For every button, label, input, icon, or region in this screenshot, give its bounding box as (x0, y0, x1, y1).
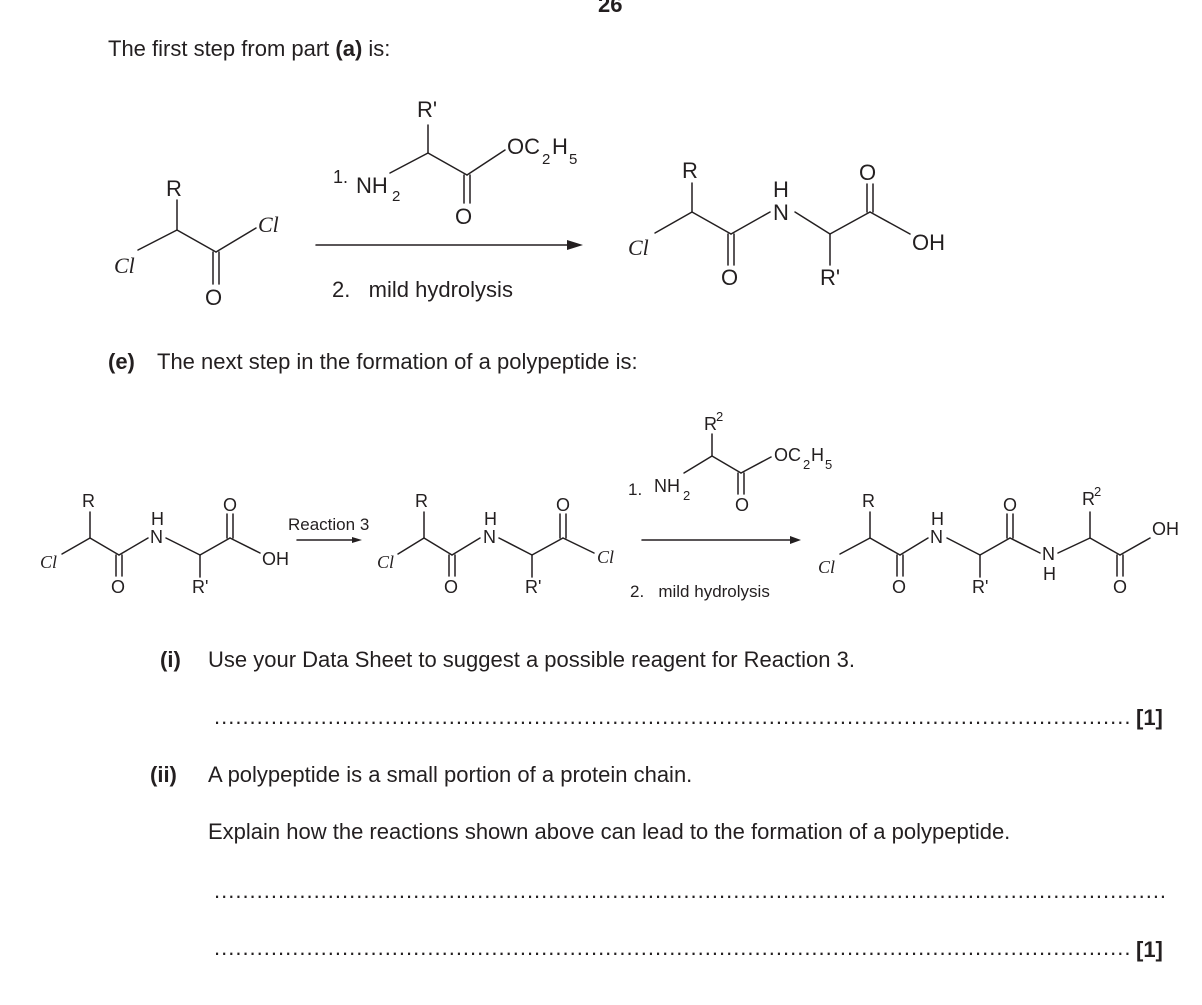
scheme1-step2-label: 2. mild hydrolysis (332, 277, 513, 302)
scheme2-r2-superscript: 2 (716, 409, 723, 424)
scheme2-dipeptide-chloride-structure (397, 511, 595, 578)
s2-acid-o: O (223, 495, 237, 515)
reaction3-label: Reaction 3 (288, 515, 369, 534)
s2-acid-cl-label: Cl (40, 552, 57, 572)
product1-acid-o: O (859, 160, 876, 185)
question-i-label: (i) (160, 647, 181, 672)
reaction3-arrow-head (352, 537, 362, 543)
product1-rprime-label: R' (820, 265, 840, 290)
s2-tri-acid-o: O (1113, 577, 1127, 597)
scheme2-h-label: H (811, 445, 824, 465)
scheme1-h-label: H (552, 134, 568, 159)
intro-text-after: is: (362, 36, 391, 61)
scheme2-c-subscript: 2 (803, 457, 810, 472)
scheme1-amino-ester-structure (389, 124, 506, 204)
s2-acid-rprime-label: R' (192, 577, 208, 597)
scheme1-carbonyl-o: O (205, 285, 222, 310)
s2-tri-r-label: R (862, 491, 875, 511)
page-number: 26 (598, 0, 623, 17)
scheme1-c-subscript: 2 (542, 151, 550, 168)
s2-tri-nh1-h: H (931, 509, 944, 529)
question-ii-answer-line-2[interactable]: ........................................… (214, 935, 1132, 960)
s2-tri-r2-superscript: 2 (1094, 484, 1101, 499)
scheme2-r2-label: R (704, 414, 717, 434)
scheme2-oc-label: OC (774, 445, 801, 465)
scheme1-step1-number: 1. (333, 167, 348, 187)
scheme1-ester-o: O (455, 204, 472, 229)
scheme2-step2-label: 2. mild hydrolysis (630, 582, 770, 601)
s2-chloride-rprime-label: R' (525, 577, 541, 597)
s2-tri-cl-label: Cl (818, 557, 835, 577)
scheme1-nh-subscript: 2 (392, 188, 400, 205)
part-a-ref: (a) (335, 36, 363, 61)
s2-tri-amide1-o: O (892, 577, 906, 597)
scheme2-tripeptide-structure (839, 511, 1151, 578)
question-ii-answer-line-1[interactable]: ........................................… (214, 878, 1164, 903)
scheme1-cl-right: Cl (258, 212, 279, 237)
product1-n-label: N (773, 200, 789, 225)
question-ii-label: (ii) (150, 762, 177, 787)
s2-chloride-cl-right: Cl (597, 547, 614, 567)
scheme1-arrow-head (567, 240, 583, 250)
scheme1-nh-label: NH (356, 173, 388, 198)
part-e-label: (e) (108, 349, 135, 374)
s2-acid-nh-h: H (151, 509, 164, 529)
s2-tri-oh-label: OH (1152, 519, 1179, 539)
s2-tri-n1-label: N (930, 527, 943, 547)
product1-oh-label: OH (912, 230, 945, 255)
question-ii-text1: A polypeptide is a small portion of a pr… (208, 762, 693, 787)
s2-acid-amide-o: O (111, 577, 125, 597)
scheme2-arrow-head (790, 536, 801, 544)
scheme2-step1-number: 1. (628, 480, 642, 499)
product1-cl-label: Cl (628, 235, 649, 260)
scheme1-product-structure (654, 182, 911, 266)
s2-chloride-cl-left: Cl (377, 552, 394, 572)
product1-amide-o: O (721, 265, 738, 290)
s2-chloride-n-label: N (483, 527, 496, 547)
question-ii-text2: Explain how the reactions shown above ca… (208, 819, 1011, 844)
scheme1-rprime-label: R' (417, 97, 437, 122)
s2-chloride-acyl-o: O (556, 495, 570, 515)
s2-tri-rprime-label: R' (972, 577, 988, 597)
scheme2-dipeptide-acid-structure (61, 511, 261, 578)
intro-text: The first step from part (a) is: (108, 36, 390, 62)
scheme1-r-label: R (166, 176, 182, 201)
scheme2-amino-ester-structure (683, 433, 772, 495)
question-i-answer-line[interactable]: ........................................… (214, 704, 1132, 729)
question-i-mark: [1] (1136, 705, 1163, 730)
intro-text-before: The first step from part (108, 36, 336, 61)
s2-acid-n-label: N (150, 527, 163, 547)
scheme1-acyl-chloride-structure (137, 199, 257, 285)
s2-chloride-nh-h: H (484, 509, 497, 529)
s2-acid-r-label: R (82, 491, 95, 511)
product1-r-label: R (682, 158, 698, 183)
s2-chloride-r-label: R (415, 491, 428, 511)
question-ii-mark: [1] (1136, 937, 1163, 962)
s2-tri-r2-label: R (1082, 489, 1095, 509)
s2-acid-oh-label: OH (262, 549, 289, 569)
question-i-text: Use your Data Sheet to suggest a possibl… (208, 647, 855, 672)
part-e-text: The next step in the formation of a poly… (157, 349, 638, 374)
s2-tri-n2-label: N (1042, 544, 1055, 564)
s2-tri-nh2-h: H (1043, 564, 1056, 584)
s2-tri-amide2-o: O (1003, 495, 1017, 515)
scheme1-cl-left: Cl (114, 253, 135, 278)
scheme2-ester-o: O (735, 495, 749, 515)
s2-chloride-amide-o: O (444, 577, 458, 597)
scheme1-h-subscript: 5 (569, 151, 577, 168)
scheme1-oc-label: OC (507, 134, 540, 159)
scheme2-nh-subscript: 2 (683, 488, 690, 503)
product1-nh-h: H (773, 177, 789, 202)
scheme2-nh-label: NH (654, 476, 680, 496)
scheme2-h-subscript: 5 (825, 457, 832, 472)
